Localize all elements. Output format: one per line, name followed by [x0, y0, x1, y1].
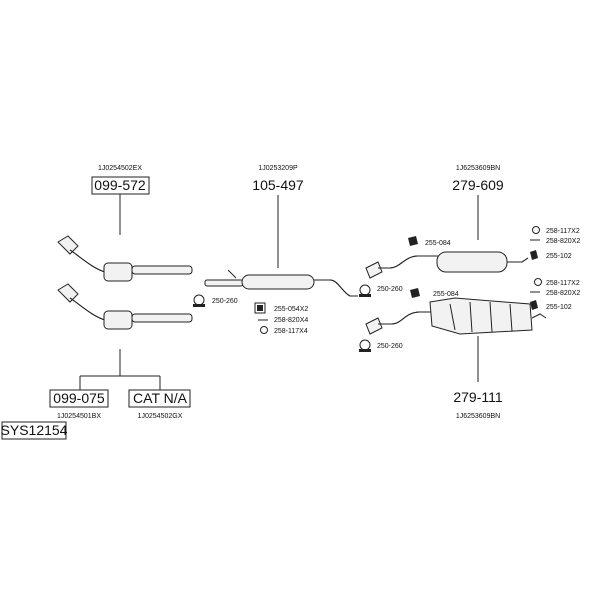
- rear-silencer-upper[interactable]: [365, 251, 529, 279]
- clamp-icon: [359, 284, 371, 297]
- system-code-box: [1, 421, 67, 440]
- part-code-middle[interactable]: 105-497: [252, 177, 304, 193]
- callout-rear-top-bolt: 258-820X2: [546, 238, 580, 245]
- nut-icon: [534, 278, 542, 286]
- oem-number-rear-bottom: 1J6253609BN: [456, 413, 500, 420]
- part-box-cat-left[interactable]: [49, 389, 109, 408]
- callout-middle-hanger: 255-054X2: [274, 306, 308, 313]
- hanger-icon: [408, 236, 418, 246]
- callout-rear-top-nut: 258-117X2: [546, 228, 580, 235]
- part-code-cat-right[interactable]: CAT N/A: [133, 390, 188, 406]
- callout-rear-bottom-hanger: 255-084: [433, 291, 459, 298]
- nut-icon: [260, 326, 268, 334]
- catalytic-converter-upper[interactable]: [57, 235, 193, 282]
- part-code-rear-bottom[interactable]: 279-111: [453, 389, 503, 405]
- callout-middle-clamp: 250-260: [212, 298, 238, 305]
- callout-rear-top-rubber: 255-102: [546, 253, 572, 260]
- callout-middle-bolt: 258-820X4: [274, 317, 308, 324]
- rear-silencer-lower[interactable]: [365, 297, 547, 335]
- hanger-icon: [410, 288, 420, 298]
- callout-rear-bottom-nut: 258-117X2: [546, 280, 580, 287]
- oem-number-rear-top: 1J6253609BN: [456, 165, 500, 172]
- oem-number-cat-left: 1J0254501BX: [57, 413, 101, 420]
- middle-silencer-pipe[interactable]: [204, 269, 358, 297]
- callout-rear-bottom-rubber: 255-102: [546, 304, 572, 311]
- part-code-top-cat[interactable]: 099-572: [94, 177, 146, 193]
- callout-rear-top-clamp: 250-260: [377, 286, 403, 293]
- oem-number-top-cat: 1J0254502EX: [98, 165, 142, 172]
- nut-icon: [532, 226, 540, 234]
- callout-rear-bottom-clamp: 250-260: [377, 343, 403, 350]
- hanger-icon: [254, 302, 266, 314]
- clamp-icon: [359, 339, 371, 352]
- part-code-cat-left[interactable]: 099-075: [53, 390, 105, 406]
- oem-number-cat-right: 1J0254502GX: [138, 413, 183, 420]
- system-code: SYS12154: [1, 422, 68, 438]
- part-code-rear-top[interactable]: 279-609: [452, 177, 504, 193]
- clamp-icon: [193, 294, 205, 307]
- catalytic-converter-lower[interactable]: [57, 283, 193, 330]
- callout-middle-nut: 258-117X4: [274, 328, 308, 335]
- rubber-mount-icon: [530, 250, 538, 260]
- rubber-mount-icon: [530, 300, 538, 310]
- callout-rear-bottom-bolt: 258-820X2: [546, 290, 580, 297]
- callout-rear-top-hanger: 255-084: [425, 240, 451, 247]
- part-box-cat-right[interactable]: [128, 389, 191, 408]
- oem-number-middle: 1J0253209P: [258, 165, 298, 172]
